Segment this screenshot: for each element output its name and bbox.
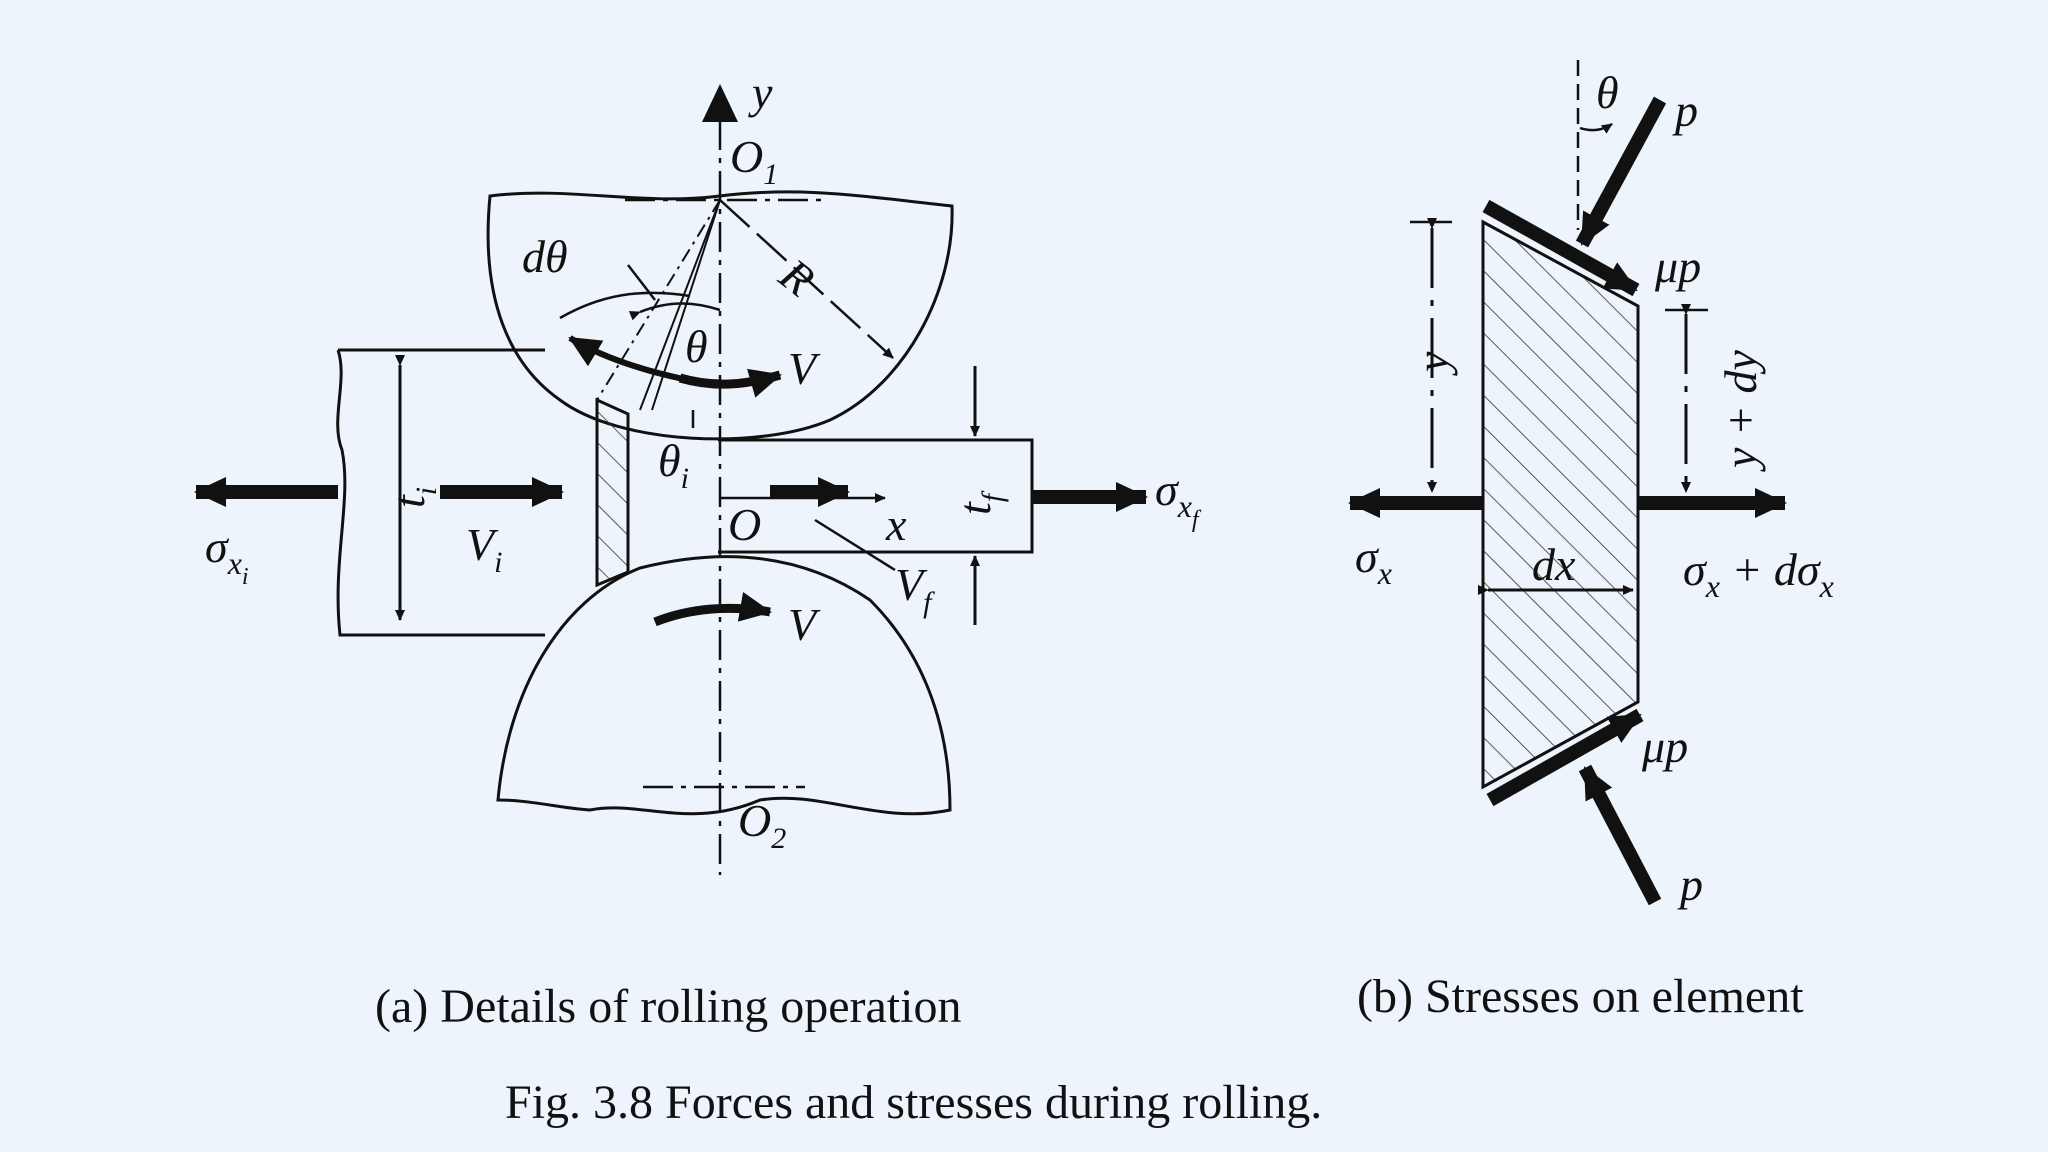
label-theta: θ	[685, 321, 708, 372]
contact-arc-arrow	[568, 335, 689, 383]
strip-incoming	[336, 348, 545, 637]
label-R: R	[770, 248, 824, 306]
label-dx: dx	[1532, 539, 1576, 590]
theta-arc	[628, 302, 721, 321]
label-sigma-xf: σxf	[1155, 464, 1202, 533]
panel-b: θ p p μp μp y y + dy dx σx σx + dσx (b) …	[1348, 60, 1834, 1023]
panel-a: y O1 O2 O x R dθ θ θi V V Vi Vf ti tf σx…	[194, 67, 1202, 1033]
label-dtheta: dθ	[522, 231, 568, 282]
label-ti: ti	[383, 487, 443, 508]
y-axis-arrowhead	[702, 84, 738, 122]
radius-R	[719, 199, 894, 359]
caption-a: (a) Details of rolling operation	[375, 980, 961, 1033]
label-v-bottom: V	[788, 599, 821, 650]
figure-caption: Fig. 3.8 Forces and stresses during roll…	[505, 1076, 1322, 1129]
vf-leader	[814, 518, 896, 572]
element-outline	[1481, 219, 1640, 790]
p-top-arrow	[1575, 96, 1667, 248]
label-mup-top: μp	[1654, 241, 1701, 292]
label-vi: Vi	[466, 519, 502, 579]
lower-roll-rotation-arrow	[653, 592, 772, 627]
label-p-bottom: p	[1677, 859, 1703, 910]
dtheta-tick	[627, 264, 656, 301]
label-o1: O1	[730, 131, 778, 191]
caption-b: (b) Stresses on element	[1357, 970, 1804, 1023]
radius-line-3	[639, 199, 721, 411]
label-y-b: y	[1407, 351, 1458, 376]
upper-roll-rotation-arrow	[678, 368, 782, 398]
label-vf: Vf	[895, 559, 935, 619]
hatched-element	[595, 397, 630, 588]
label-origin: O	[728, 499, 761, 550]
label-tf: tf	[949, 490, 1009, 515]
label-theta-i: θi	[658, 435, 689, 495]
label-o2: O2	[738, 795, 786, 855]
lower-roll	[496, 555, 952, 816]
label-sigma-xi: σxi	[205, 521, 249, 590]
label-v-top: V	[788, 343, 821, 394]
label-sigma-x: σx	[1355, 531, 1392, 591]
label-y-dy: y + dy	[1715, 350, 1766, 472]
radius-line-1	[596, 199, 721, 401]
top-shear-bar	[1482, 199, 1640, 297]
dtheta-arc	[559, 291, 691, 320]
label-theta-b: θ	[1596, 67, 1619, 118]
label-mup-bottom: μp	[1641, 721, 1688, 772]
label-p-top: p	[1672, 85, 1698, 136]
theta-arc-b	[1579, 122, 1613, 134]
upper-roll	[486, 190, 954, 441]
label-sigma-x-dsigma: σx + dσx	[1683, 544, 1834, 604]
p-bottom-arrow	[1578, 764, 1662, 906]
label-x: x	[885, 499, 907, 550]
bottom-shear-bar	[1486, 708, 1644, 807]
label-y: y	[748, 67, 773, 118]
